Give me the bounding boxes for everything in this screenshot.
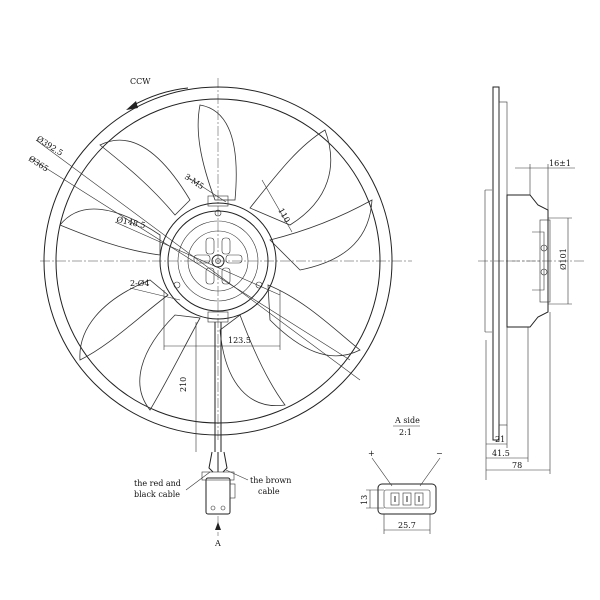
label-brown-line2: cable: [258, 487, 280, 496]
dim-line-screw-pitch: [261, 179, 293, 233]
motor-housing-ring: [167, 210, 269, 312]
connector-body: [205, 477, 231, 515]
dim-cable-length: 210: [179, 377, 188, 392]
side-blade-edge: [484, 189, 492, 333]
side-view: 16±1 Ø101 21 41.5 78: [478, 86, 585, 480]
leader-brown: [225, 469, 249, 481]
cable-strands: [208, 451, 228, 473]
connector-latch: [229, 483, 236, 499]
dim-outer-diameter: Ø392.5: [35, 134, 65, 158]
label-red-black-line2: black cable: [134, 490, 180, 499]
terminal-1: [390, 492, 400, 506]
rotation-label: CCW: [130, 77, 151, 86]
outer-ring: [43, 86, 393, 436]
ccw-arrowhead: [126, 101, 138, 110]
connector-face-inner: [383, 489, 431, 509]
motor-housing-outer: [159, 202, 277, 320]
dim-78: 78: [512, 461, 522, 470]
dim-height: 13: [360, 495, 369, 505]
screw-hole-top: [214, 209, 222, 217]
side-fastener-1: [540, 244, 548, 252]
connector-collar: [201, 471, 235, 481]
motor-plate: [187, 230, 249, 292]
dim-width: 25.7: [398, 521, 416, 530]
dim-41-5: 41.5: [492, 449, 510, 458]
dim-motor: Ø101: [559, 248, 568, 270]
detail-view: A side 2:1 + − 13 25.7: [360, 416, 443, 534]
inner-ring: [55, 98, 381, 424]
motor-inner-ring: [177, 220, 259, 302]
label-holes: 2-Ø4: [130, 279, 149, 288]
dim-hub-offset: 123.5: [228, 336, 251, 345]
dim-21: 21: [495, 435, 505, 444]
label-screws: 3-M5: [183, 172, 206, 191]
label-red-black-line1: the red and: [134, 479, 181, 488]
connector-face-outer: [377, 483, 437, 515]
side-ring-rim: [492, 86, 500, 441]
screw-hole-left: [173, 281, 181, 289]
fan-blades: [59, 104, 373, 411]
side-fastener-2: [540, 268, 548, 276]
screw-hole-right: [255, 281, 263, 289]
connector-pin-1: [210, 505, 216, 511]
side-ring-frame: [498, 101, 508, 426]
view-arrow-label: A: [214, 539, 221, 548]
cable-exit: [207, 311, 229, 323]
detail-title: A side: [394, 416, 420, 425]
front-view: CCW Ø392.5 Ø365 Ø148.5 3-M5 110 2-Ø4 123…: [27, 77, 412, 548]
leader-holes: [129, 287, 181, 301]
shaft: [211, 254, 225, 268]
side-motor-body: [506, 194, 549, 328]
motor-bracket-top: [207, 195, 229, 207]
shaft-center: [215, 258, 221, 264]
terminal-2: [402, 492, 412, 506]
terminal-3: [414, 492, 424, 506]
connector-pin-2: [220, 505, 226, 511]
leader-red-black: [185, 471, 211, 491]
dim-screw-pitch: 110: [276, 207, 291, 225]
dim-ring-diameter: Ø365: [27, 154, 50, 173]
leader-dia-ring: [29, 157, 351, 361]
side-motor-detail: [532, 231, 545, 291]
polarity-plus: +: [368, 449, 375, 458]
view-arrow-head: [215, 522, 221, 530]
leader-plus: [371, 457, 393, 487]
label-brown-line1: the brown: [250, 476, 291, 485]
leader-dia-outer: [35, 139, 361, 381]
dim-boss: 16±1: [549, 159, 571, 168]
leader-screws: [185, 175, 227, 203]
dim-motor-diameter: Ø148.5: [116, 215, 147, 230]
leader-dia-motor: [114, 221, 281, 296]
detail-scale: 2:1: [399, 428, 412, 437]
polarity-minus: −: [436, 449, 443, 458]
leader-minus: [419, 457, 441, 487]
